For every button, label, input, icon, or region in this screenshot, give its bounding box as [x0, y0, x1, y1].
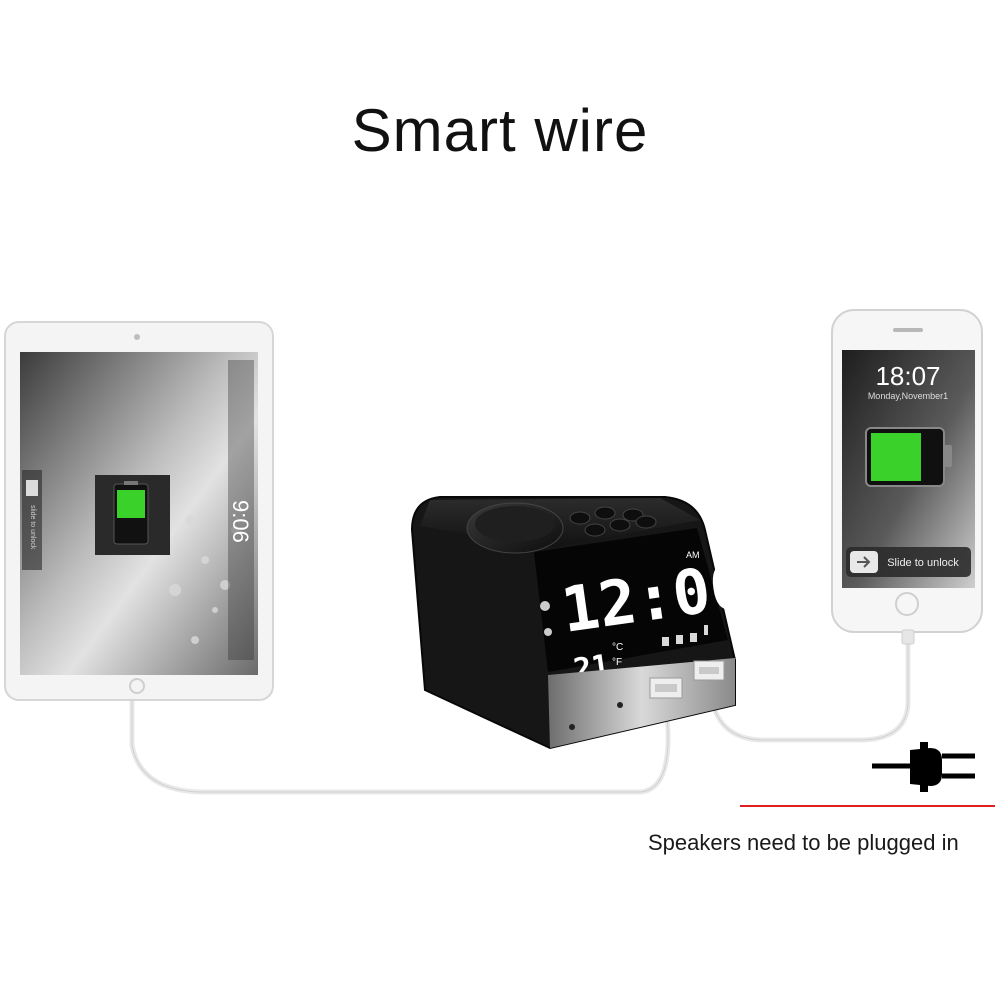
battery-charging-icon [113, 481, 149, 545]
clock-unit-f: °F [612, 657, 622, 668]
clock-unit-c: °C [612, 642, 623, 653]
tablet-lock-hint: slide to unlock [29, 505, 36, 550]
phone: 18:07 Monday,November1 Slide to unlock [831, 309, 983, 645]
power-plug-icon [872, 742, 975, 792]
usb-port [649, 677, 683, 699]
phone-cable [703, 640, 911, 743]
phone-time: 18:07 [875, 361, 940, 391]
battery-charging-icon [865, 427, 952, 487]
control-buttons [569, 506, 657, 537]
caption: Speakers need to be plugged in [648, 830, 959, 855]
display-status-icons [662, 625, 708, 646]
clock-radio: 12:00 AM 21 °C °F [410, 496, 752, 750]
metal-plate [548, 658, 735, 748]
tablet-slider-icon [26, 480, 38, 496]
page-title: Smart wire [351, 97, 649, 164]
phone-date: Monday,November1 [868, 391, 948, 401]
tablet-time: 9:06 [228, 500, 253, 543]
alarm-icon [540, 601, 550, 611]
tablet: 9:06 slide to unlock [4, 321, 274, 701]
usb-port [693, 660, 725, 681]
phone-unlock-label: Slide to unlock [887, 557, 959, 569]
clock-am: AM [686, 550, 700, 560]
radio-icon [544, 628, 552, 636]
